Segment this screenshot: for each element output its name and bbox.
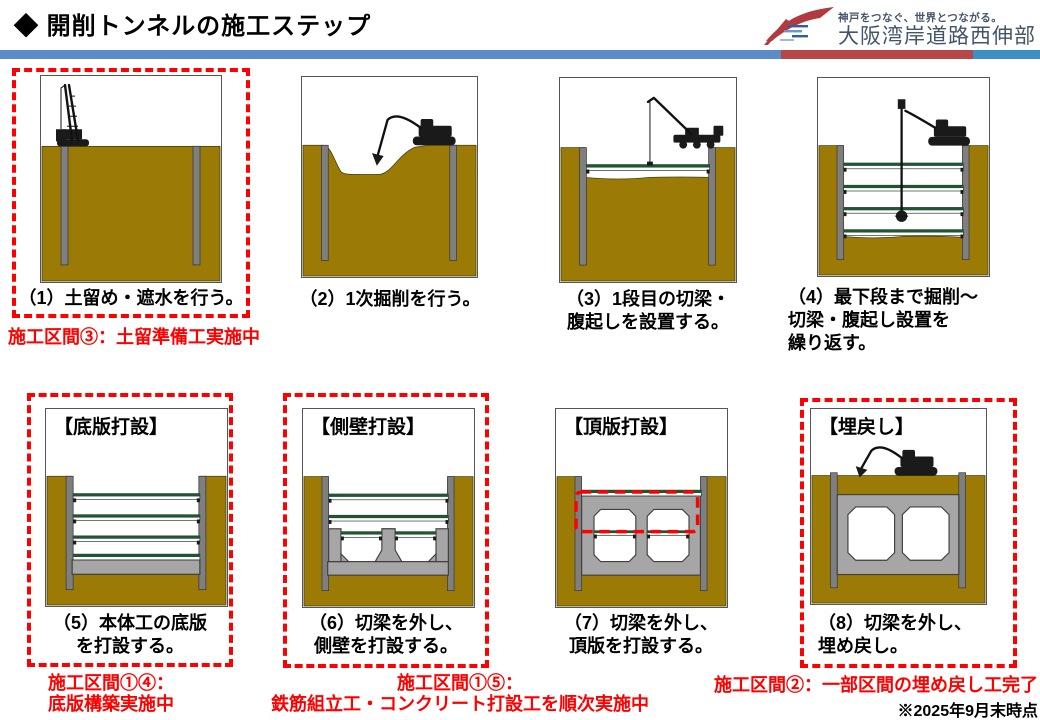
step2-caption: （2）1次掘削を行う。 <box>299 289 481 309</box>
step3-caption: （3）1段目の切梁・ 腹起しを設置する。 <box>565 289 731 332</box>
sheet-pile-right <box>958 472 966 589</box>
sheet-pile-left <box>65 475 74 591</box>
step1-highlight-box <box>12 68 250 318</box>
struts <box>72 493 201 561</box>
logo-tagline: 神戸をつなぐ、世界とつながる。 <box>838 11 1003 24</box>
soil <box>41 145 221 282</box>
sheet-pile-left <box>321 144 329 261</box>
step1-illustration <box>40 75 222 283</box>
step8-highlight-box <box>800 398 1017 668</box>
struts <box>328 493 449 541</box>
step5-stage-label: 【底版打設】 <box>54 417 169 438</box>
step1-caption: （1）土留め・遮水を行う。 <box>18 288 244 308</box>
sheet-pile-right <box>449 144 457 261</box>
excavator-icon <box>372 115 456 166</box>
struts <box>843 162 964 239</box>
step7-caption: （7）切梁を外し、 頂版を打設する。 <box>563 613 718 656</box>
step7-stage-label: 【頂版打設】 <box>564 417 679 438</box>
logo: 神戸をつなぐ、世界とつながる。 大阪湾岸道路西伸部 <box>762 3 1036 47</box>
step6-illustration: 【側壁打設】 <box>302 408 475 608</box>
step7-illustration: 【頂版打設】 <box>555 408 728 608</box>
logo-name: 大阪湾岸道路西伸部 <box>838 23 1036 48</box>
page-title: ◆ 開削トンネルの施工ステップ <box>14 13 372 40</box>
step4-illustration <box>817 77 990 277</box>
soil <box>302 144 477 277</box>
sheet-pile-left <box>579 147 587 266</box>
header-divider <box>0 50 1040 59</box>
base-slab <box>71 559 201 575</box>
step3-illustration <box>559 77 737 283</box>
sheet-pile-left <box>830 472 838 589</box>
step8-caption: （8）切梁を外し、 埋め戻し。 <box>818 613 973 656</box>
step8-status-note: 施工区間②：一部区間の埋め戻し工完了 <box>714 675 1038 695</box>
step2-illustration <box>301 76 478 278</box>
step5-highlight-box <box>27 393 233 667</box>
step8-illustration: 【埋戻し】 <box>810 408 987 605</box>
step6-caption: （6）切梁を外し、 側壁を打設する。 <box>308 613 463 656</box>
logo-swoosh-icon <box>764 7 834 45</box>
step1-status-note: 施工区間③：土留準備工実施中 <box>8 327 260 347</box>
crane-truck-icon <box>646 96 724 166</box>
step6-status-note: 施工区間①⑤： 鉄筋組立工・コンクリート打設工を順次実施中 <box>271 673 649 715</box>
step5-caption: （5）本体工の底版 を打設する。 <box>52 613 207 656</box>
divider-rightblue-segment <box>973 50 1040 59</box>
step4-caption: （4）最下段まで掘削～ 切梁・腹起し設置を 繰り返す。 <box>788 287 979 353</box>
step6-stage-label: 【側壁打設】 <box>311 417 426 438</box>
step5-illustration: 【底版打設】 <box>45 408 228 607</box>
tunnel-cell-left <box>847 506 896 561</box>
logo-text: 神戸をつなぐ、世界とつながる。 大阪湾岸道路西伸部 <box>838 10 1036 47</box>
step6-highlight-box <box>283 393 489 668</box>
sheet-pile-left <box>836 145 845 260</box>
drill-rig-icon <box>894 99 970 222</box>
top-slab-highlight <box>574 490 700 534</box>
excavator-icon <box>855 446 938 478</box>
divider-blue-segment <box>0 50 781 59</box>
divider-red-segment <box>781 50 973 59</box>
sheet-pile-right <box>198 475 207 591</box>
sheet-pile-right <box>192 145 201 266</box>
step5-status-note: 施工区間①④： 底版構築実施中 <box>48 673 174 715</box>
crawler-crane-icon <box>56 83 89 147</box>
strut-level1 <box>586 164 710 174</box>
date-footnote: ※2025年9月末時点 <box>897 703 1039 720</box>
tunnel-cell-right <box>901 506 950 561</box>
step8-stage-label: 【埋戻し】 <box>819 417 915 438</box>
sheet-pile-left <box>60 145 69 266</box>
